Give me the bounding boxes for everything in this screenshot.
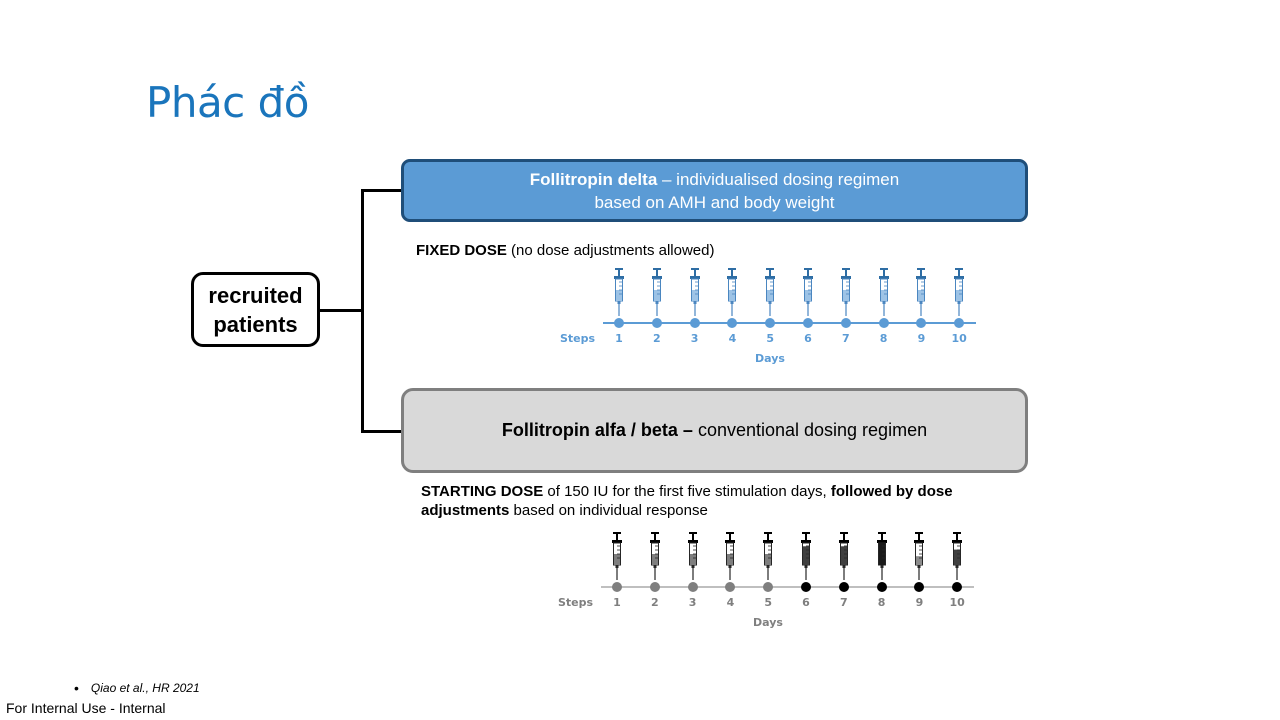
day-dot [916,318,927,328]
syringe-icon [610,532,624,580]
connector-to-alfa [361,430,403,433]
page-title: Phác đồ [146,78,309,127]
day-label: 10 [951,332,967,345]
syringe-icon [799,532,813,580]
syringe-icon [761,532,775,580]
delta-desc: – individualised dosing regimen [657,169,900,189]
syringe-icon [877,268,891,316]
start-text2: based on individual response [509,502,708,519]
recruited-line1: recruited [208,282,303,308]
day-label: 1 [615,332,623,345]
steps-label: Steps [560,332,596,345]
syringe-icon [837,532,851,580]
fixed-dose-bold: FIXED DOSE [416,242,507,259]
follitropin-alfa-beta-box: Follitropin alfa / beta – conventional d… [401,388,1028,473]
citation: Qiao et al., HR 2021 [90,681,200,695]
day-dot [952,582,963,592]
syringe-icon [839,268,853,316]
day-label: 3 [688,596,697,609]
day-label: 8 [879,332,888,345]
delta-desc-line2: based on AMH and body weight [594,192,835,212]
day-label: 9 [915,596,924,609]
day-label: 1 [613,596,621,609]
day-dot [612,582,622,592]
starting-dose-note: STARTING DOSE of 150 IU for the first fi… [421,482,1011,520]
day-dot [876,582,887,592]
day-label: 4 [728,332,737,345]
fixed-dose-rest: (no dose adjustments allowed) [506,242,715,259]
day-label: 2 [652,332,661,345]
syringe-icon [686,532,700,580]
syringe-icon [801,268,815,316]
follitropin-delta-box: Follitropin delta – individualised dosin… [401,159,1028,222]
recruited-line2: patients [213,311,298,337]
day-dot [725,582,736,592]
citation-row: • Qiao et al., HR 2021 [74,680,200,696]
syringe-icon [875,532,889,580]
day-label: 7 [839,596,848,609]
days-title: Days [755,352,785,365]
day-dot [614,318,624,328]
day-label: 6 [804,332,812,345]
syringe-icon [650,268,664,316]
day-dot [763,582,774,592]
citation-bullet: • [74,680,79,696]
syringe-icon [723,532,737,580]
day-dot [801,582,811,592]
timeline-axis [601,586,974,588]
alfa-desc: conventional dosing regimen [692,420,928,440]
day-dot [687,582,698,592]
alfa-title: Follitropin alfa / beta – [501,420,693,440]
day-label: 5 [764,596,773,609]
start-bold2: followed by dose adjustments [421,483,953,519]
connector-to-delta [361,189,403,192]
steps-label: Steps [558,596,594,609]
day-dot [838,582,849,592]
timeline-axis [603,322,976,324]
connector-horizontal-main [320,309,363,312]
day-label: 9 [917,332,926,345]
syringe-icon [950,532,964,580]
day-dot [689,318,700,328]
day-dot [954,318,965,328]
days-title: Days [753,616,783,629]
day-dot [803,318,813,328]
day-label: 8 [877,596,886,609]
syringe-icon [725,268,739,316]
day-label: 10 [949,596,965,609]
day-label: 6 [802,596,810,609]
day-dot [651,318,662,328]
day-label: 2 [650,596,659,609]
day-dot [878,318,889,328]
day-label: 4 [726,596,735,609]
syringe-icon [688,268,702,316]
syringe-icon [648,532,662,580]
syringe-icon [612,268,626,316]
syringe-icon [763,268,777,316]
syringe-icon [914,268,928,316]
classification-label: For Internal Use - Internal [6,700,166,716]
day-dot [914,582,925,592]
recruited-patients-box: recruited patients [191,272,320,347]
connector-vertical [361,189,364,433]
start-bold1: STARTING DOSE [421,483,544,500]
day-label: 7 [841,332,850,345]
fixed-dose-note: FIXED DOSE (no dose adjustments allowed) [416,242,714,259]
day-dot [727,318,738,328]
syringe-icon [952,268,966,316]
delta-title: Follitropin delta [529,169,658,189]
day-label: 5 [766,332,775,345]
syringe-icon [912,532,926,580]
day-dot [649,582,660,592]
day-dot [840,318,851,328]
day-label: 3 [690,332,699,345]
day-dot [765,318,776,328]
start-text1: of 150 IU for the first five stimulation… [543,483,831,500]
